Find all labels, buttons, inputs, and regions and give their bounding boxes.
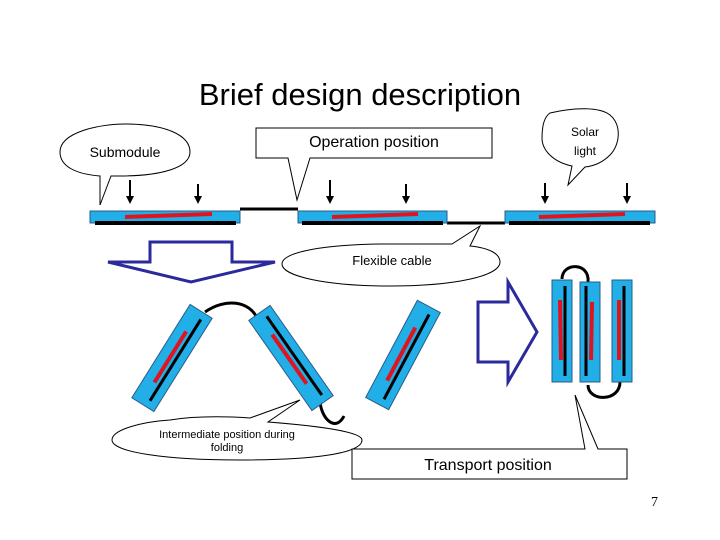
solar-light-callout: Solar light — [541, 108, 619, 187]
submodule-panel-folded — [131, 303, 213, 413]
flexible-cable-loop — [560, 265, 590, 283]
transport-panels — [551, 265, 633, 399]
submodule-panel-stacked — [551, 279, 573, 383]
submodule-panel-stacked — [611, 279, 633, 383]
intermediate-position-callout: Intermediate position during folding — [111, 399, 363, 461]
submodule-callout: Submodule — [59, 123, 191, 206]
operation-position-label: Operation position — [309, 134, 439, 151]
transport-position-label: Transport position — [424, 457, 551, 474]
intermediate-label-line2: folding — [211, 442, 243, 454]
submodule-label: Submodule — [90, 144, 161, 160]
transport-position-callout: Transport position — [351, 394, 628, 480]
submodule-panel-stacked — [579, 281, 601, 383]
flexible-cable-label: Flexible cable — [352, 253, 432, 268]
submodule-panel — [89, 210, 241, 225]
slide-title: Brief design description — [199, 77, 521, 112]
intermediate-label-line1: Intermediate position during — [159, 429, 295, 441]
submodule-panel — [297, 210, 448, 225]
slide-number: 7 — [651, 495, 658, 510]
intermediate-panels — [131, 299, 441, 425]
solar-light-label-line2: light — [574, 144, 597, 158]
transport-arrow-icon — [476, 276, 539, 388]
submodule-panel-folded — [248, 304, 334, 412]
solar-light-label-line1: Solar — [571, 125, 599, 139]
solar-light-arrows — [126, 180, 631, 204]
flexible-cable-loop — [204, 301, 260, 321]
operation-panels — [89, 207, 656, 225]
submodule-panel-folded — [365, 299, 441, 411]
fold-arrow-icon — [107, 240, 276, 284]
operation-position-callout: Operation position — [255, 127, 493, 202]
flexible-cable-callout: Flexible cable — [281, 224, 501, 287]
submodule-panel — [504, 210, 656, 225]
flexible-cable-loop — [586, 381, 622, 399]
flexible-cable-loop — [318, 401, 346, 425]
